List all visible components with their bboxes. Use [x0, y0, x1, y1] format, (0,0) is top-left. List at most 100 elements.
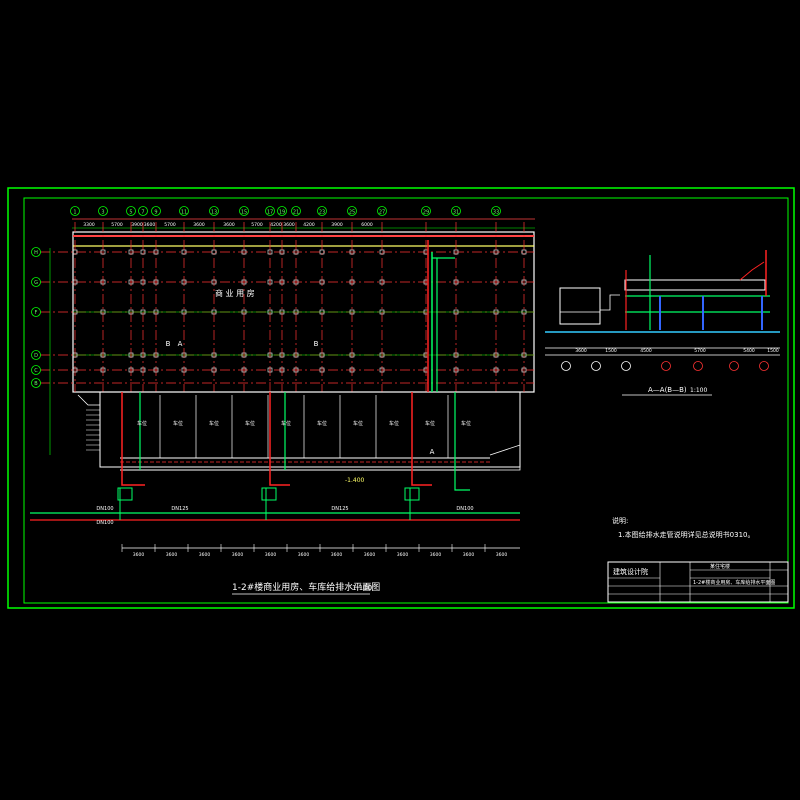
dimension-bottom: 3600 [298, 552, 310, 558]
inner-frame [23, 197, 789, 604]
axis-bubble [151, 206, 161, 216]
axis-number: 31 [453, 210, 459, 216]
pipe-label: DN125 [331, 506, 348, 512]
axis-letter: C [34, 368, 38, 374]
outer-frame [7, 187, 795, 609]
section-mark: A [178, 340, 183, 348]
axis-bubble [31, 277, 41, 287]
dimension-top: 3300 [83, 222, 95, 228]
axis-bubble [138, 206, 148, 216]
axis-number: 7 [141, 210, 144, 216]
parking-label: 车位 [209, 420, 219, 427]
axis-bubble [98, 206, 108, 216]
parking-label: 车位 [281, 420, 291, 427]
axis-letter: G [34, 280, 38, 286]
axis-number: 9 [154, 210, 157, 216]
dimension-bottom: 3600 [364, 552, 376, 558]
dimension-bottom: 3600 [133, 552, 145, 558]
dimension-bottom: 3600 [496, 552, 508, 558]
axis-bubble [31, 378, 41, 388]
parking-label: 车位 [389, 420, 399, 427]
title-block-company: 建筑设计院 [613, 567, 648, 576]
pipe-label: DN100 [96, 520, 113, 526]
dimension-top: 5700 [164, 222, 176, 228]
section-axis-bubble [561, 361, 571, 371]
section-dimension: 1500 [767, 348, 779, 354]
parking-label: 车位 [245, 420, 255, 427]
section-dimension: 3600 [575, 348, 587, 354]
section-dimension: 4500 [640, 348, 652, 354]
section-title: A—A(B—B) [648, 386, 687, 394]
title-block-drawing: 1-2#楼商业用房、车库给排水平面图 [693, 579, 775, 586]
axis-bubble [70, 206, 80, 216]
parking-label: 车位 [173, 420, 183, 427]
dimension-top: 3900 [331, 222, 343, 228]
axis-number: 33 [493, 210, 499, 216]
pipe-label: DN125 [171, 506, 188, 512]
section-mark: A [430, 448, 435, 456]
section-mark: B [314, 340, 319, 348]
axis-number: 3 [101, 210, 104, 216]
notes-heading: 说明: [612, 516, 628, 525]
axis-bubble [209, 206, 219, 216]
axis-number: 19 [279, 210, 285, 216]
section-mark: B [166, 340, 171, 348]
axis-bubble [421, 206, 431, 216]
dimension-bottom: 3600 [397, 552, 409, 558]
dimension-top: 3900 [131, 222, 143, 228]
axis-bubble [451, 206, 461, 216]
section-dimension: 5700 [694, 348, 706, 354]
title-block [607, 561, 789, 603]
section-scale: 1:100 [690, 387, 707, 394]
axis-letter: B [34, 381, 38, 387]
notes-line-1: 1.本图给排水走管说明详见总说明书0310。 [618, 530, 755, 539]
parking-label: 车位 [317, 420, 327, 427]
axis-number: 21 [293, 210, 299, 216]
axis-number: 13 [211, 210, 217, 216]
axis-number: 25 [349, 210, 355, 216]
plan-title: 1-2#楼商业用房、车库给排水平面图 [232, 581, 380, 593]
axis-number: 17 [267, 210, 273, 216]
axis-bubble [377, 206, 387, 216]
section-axis-bubble [693, 361, 703, 371]
stair-left [77, 394, 101, 455]
axis-letter: F [35, 310, 38, 316]
section-axis-bubble [729, 361, 739, 371]
axis-number: 11 [181, 210, 187, 216]
plan-scale: 1:100 [352, 584, 372, 592]
axis-bubble [31, 307, 41, 317]
dimension-top: 6000 [361, 222, 373, 228]
dimension-bottom: 3600 [331, 552, 343, 558]
dimension-top: 4200 [303, 222, 315, 228]
area-label: 商 业 用 房 [215, 288, 255, 298]
axis-bubble [239, 206, 249, 216]
dimension-top: 3600 [223, 222, 235, 228]
axis-bubble [31, 350, 41, 360]
axis-number: 5 [129, 210, 132, 216]
dimension-bottom: 3600 [430, 552, 442, 558]
section-axis-bubble [759, 361, 769, 371]
dimension-top: 3600 [193, 222, 205, 228]
dimension-bottom: 3600 [166, 552, 178, 558]
parking-label: 车位 [353, 420, 363, 427]
axis-bubble [179, 206, 189, 216]
title-block-project: 某住宅楼 [710, 563, 730, 570]
dimension-bottom: 3600 [199, 552, 211, 558]
pipe-label: DN100 [96, 506, 113, 512]
dimension-top: 5700 [111, 222, 123, 228]
axis-letter: D [34, 353, 38, 359]
axis-number: 27 [379, 210, 385, 216]
dimension-top: 4200 [270, 222, 282, 228]
dimension-bottom: 3600 [232, 552, 244, 558]
axis-bubble [277, 206, 287, 216]
axis-bubble [265, 206, 275, 216]
axis-number: 15 [241, 210, 247, 216]
floor-plan: 3600 3600 3600 3600 3600 3600 3600 3600 3600 3600… [30, 218, 535, 558]
axis-number: 29 [423, 210, 429, 216]
axis-bubble [126, 206, 136, 216]
axis-letter: H [34, 250, 38, 256]
dimension-bottom: 3600 [265, 552, 277, 558]
dimension-bottom: 3600 [463, 552, 475, 558]
